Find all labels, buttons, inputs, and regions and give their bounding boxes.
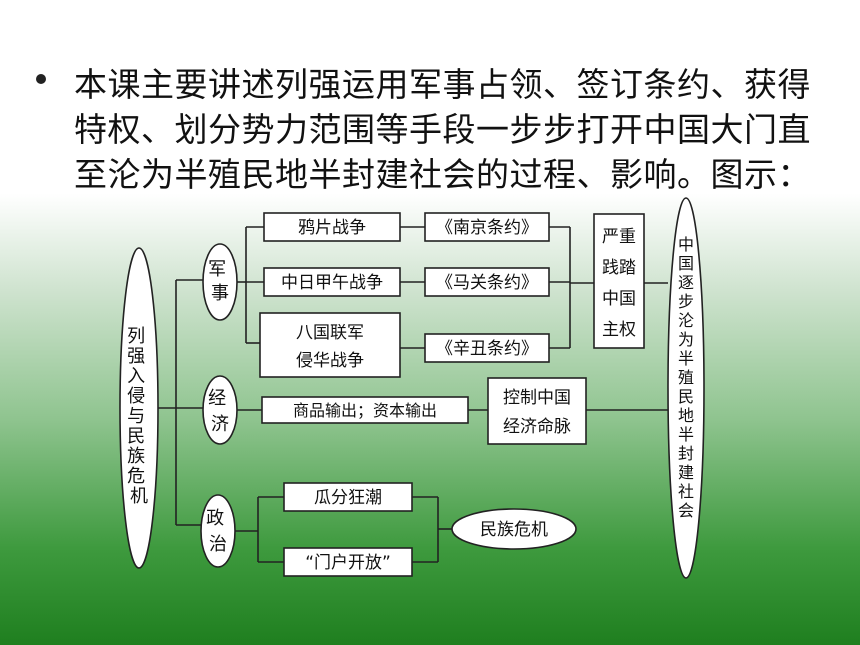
national-crisis-label: 民族危机 xyxy=(480,520,548,540)
sovereignty-box xyxy=(593,213,645,349)
political-box-open-door xyxy=(283,547,413,577)
treaty-shimonoseki-label: 《马关条约》 xyxy=(436,273,538,293)
economic-means-box xyxy=(261,396,469,424)
root-label: 列 强 入 侵 与 民 族 危 机 xyxy=(127,326,151,507)
branch-economic-label: 经 济 xyxy=(208,388,232,435)
treaty-xinchou-label: 《辛丑条约》 xyxy=(436,339,538,359)
outcome-char: 为 xyxy=(678,330,694,349)
political-box-partition xyxy=(283,482,413,512)
outcome-char: 民 xyxy=(678,387,694,406)
outcome-char: 逐 xyxy=(678,273,694,292)
outcome-char: 社 xyxy=(678,482,694,501)
sovereignty-line-4: 主权 xyxy=(602,320,636,340)
political-partition-label: 瓜分狂潮 xyxy=(314,488,382,508)
war-opium-label: 鸦片战争 xyxy=(298,218,366,238)
economic-result-label-1: 控制中国 xyxy=(503,388,571,408)
sovereignty-line-3: 中国 xyxy=(602,289,636,309)
bullet-text: 本课主要讲述列强运用军事占领、签订条约、获得特权、划分势力范围等手段一步步打开中… xyxy=(74,65,811,194)
outcome-char: 沦 xyxy=(678,311,694,330)
outcome-char: 步 xyxy=(678,292,694,311)
treaty-box-shimonoseki xyxy=(424,267,550,297)
economic-means-label: 商品输出；资本输出 xyxy=(293,401,437,420)
political-open-door-label: “门户开放” xyxy=(305,553,391,573)
national-crisis-ellipse xyxy=(451,508,577,550)
war-sino-japanese-label: 中日甲午战争 xyxy=(281,273,383,293)
outcome-char: 会 xyxy=(678,501,694,520)
treaty-nanjing-label: 《南京条约》 xyxy=(436,218,538,238)
outcome-char: 建 xyxy=(678,463,694,482)
outcome-char: 国 xyxy=(678,254,694,273)
branch-political-label: 政 治 xyxy=(206,508,230,555)
outcome-char: 封 xyxy=(678,444,694,463)
outcome-char: 殖 xyxy=(678,368,694,387)
war-eight-nation-label-2: 侵华战争 xyxy=(296,351,364,371)
outcome-char: 地 xyxy=(678,406,694,425)
outcome-label: 中国逐步沦为半殖民地半封建社会 xyxy=(678,235,694,520)
bullet-dot-icon xyxy=(36,74,46,84)
branch-military-ellipse xyxy=(202,243,238,321)
sovereignty-line-1: 严重 xyxy=(602,227,636,247)
economic-result-box xyxy=(487,377,587,445)
outcome-char: 中 xyxy=(678,235,694,254)
outcome-char: 半 xyxy=(678,349,694,368)
economic-result-label-2: 经济命脉 xyxy=(503,417,571,437)
branch-military-label: 军 事 xyxy=(208,259,232,304)
branch-political-ellipse xyxy=(200,494,236,568)
war-box-sino-japanese xyxy=(263,267,401,297)
outcome-ellipse xyxy=(667,197,705,579)
war-box-eight-nation xyxy=(259,312,401,378)
war-eight-nation-label-1: 八国联军 xyxy=(296,323,364,343)
outcome-char: 半 xyxy=(678,425,694,444)
sovereignty-line-2: 践踏 xyxy=(602,258,636,278)
